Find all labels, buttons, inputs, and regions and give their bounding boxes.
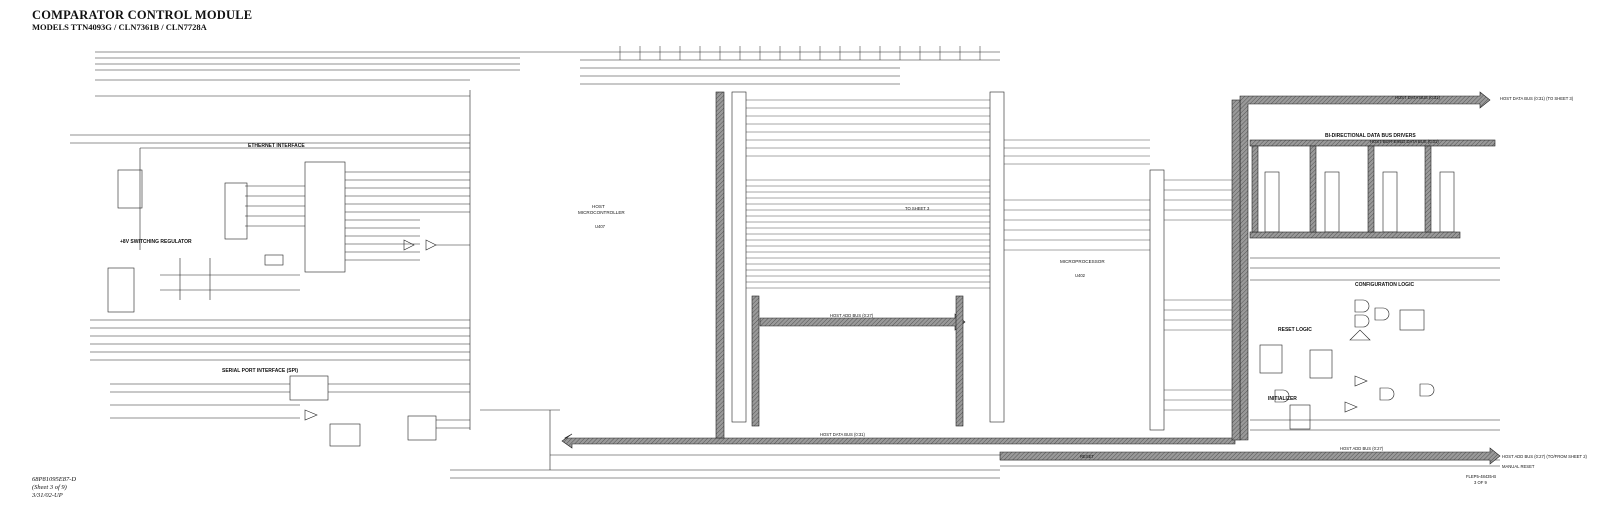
label-initializer: INITIALIZER — [1268, 396, 1297, 402]
label-part-ref: FLEP5-48435-B — [1466, 474, 1496, 479]
label-config-logic: CONFIGURATION LOGIC — [1355, 282, 1414, 288]
label-microprocessor-ref: U402 — [1075, 273, 1086, 278]
label-host-add-right: HOST ADD BUS (0:27) (TO/FROM SHEET 2) — [1502, 454, 1588, 459]
label-host-data-bus-bottom: HOST DATA BUS (0:31) — [820, 432, 866, 437]
sheet-title: COMPARATOR CONTROL MODULE — [32, 8, 253, 22]
label-host-data-right: HOST DATA BUS (0:31) (TO SHEET 3) — [1500, 96, 1574, 101]
label-host-mcu-ref: U407 — [595, 224, 606, 229]
label-host-buffered-data: HOST BUFFERED DATA BUS (0:31) — [1370, 139, 1439, 144]
footer-doc-number: 68P81095E87-D — [32, 476, 77, 483]
label-reset-logic: RESET LOGIC — [1278, 327, 1312, 333]
label-reset: RESET — [1080, 454, 1094, 459]
label-manual-reset: MANUAL RESET — [1502, 464, 1535, 469]
label-switching-regulator: +8V SWITCHING REGULATOR — [120, 239, 192, 245]
label-bidir-drivers: BI-DIRECTIONAL DATA BUS DRIVERS — [1325, 133, 1416, 139]
label-host-mcu-2: MICROCONTROLLER — [578, 210, 625, 215]
label-host-addr-bus-bottom: HOST ADD BUS (0:27) — [1340, 446, 1384, 451]
label-serial-port-interface: SERIAL PORT INTERFACE (SPI) — [222, 368, 298, 374]
label-microprocessor: MICROPROCESSOR — [1060, 259, 1105, 264]
footer-date: 3/31/02-UP — [32, 492, 63, 499]
label-host-data-bus-top: HOST DATA BUS (0:31) — [1395, 95, 1441, 100]
sheet-models: MODELS TTN4093G / CLN7361B / CLN7728A — [32, 22, 207, 32]
label-to-sheet-3: TO SHEET 3 — [905, 206, 930, 211]
footer-sheet: (Sheet 3 of 9) — [32, 484, 67, 491]
label-ethernet-interface: ETHERNET INTERFACE — [248, 143, 305, 149]
label-host-mcu-1: HOST — [592, 204, 605, 209]
label-part-sheet: 3 OF 9 — [1474, 480, 1487, 485]
label-host-addr-bus-mid: HOST ADD BUS (0:27) — [830, 313, 874, 318]
